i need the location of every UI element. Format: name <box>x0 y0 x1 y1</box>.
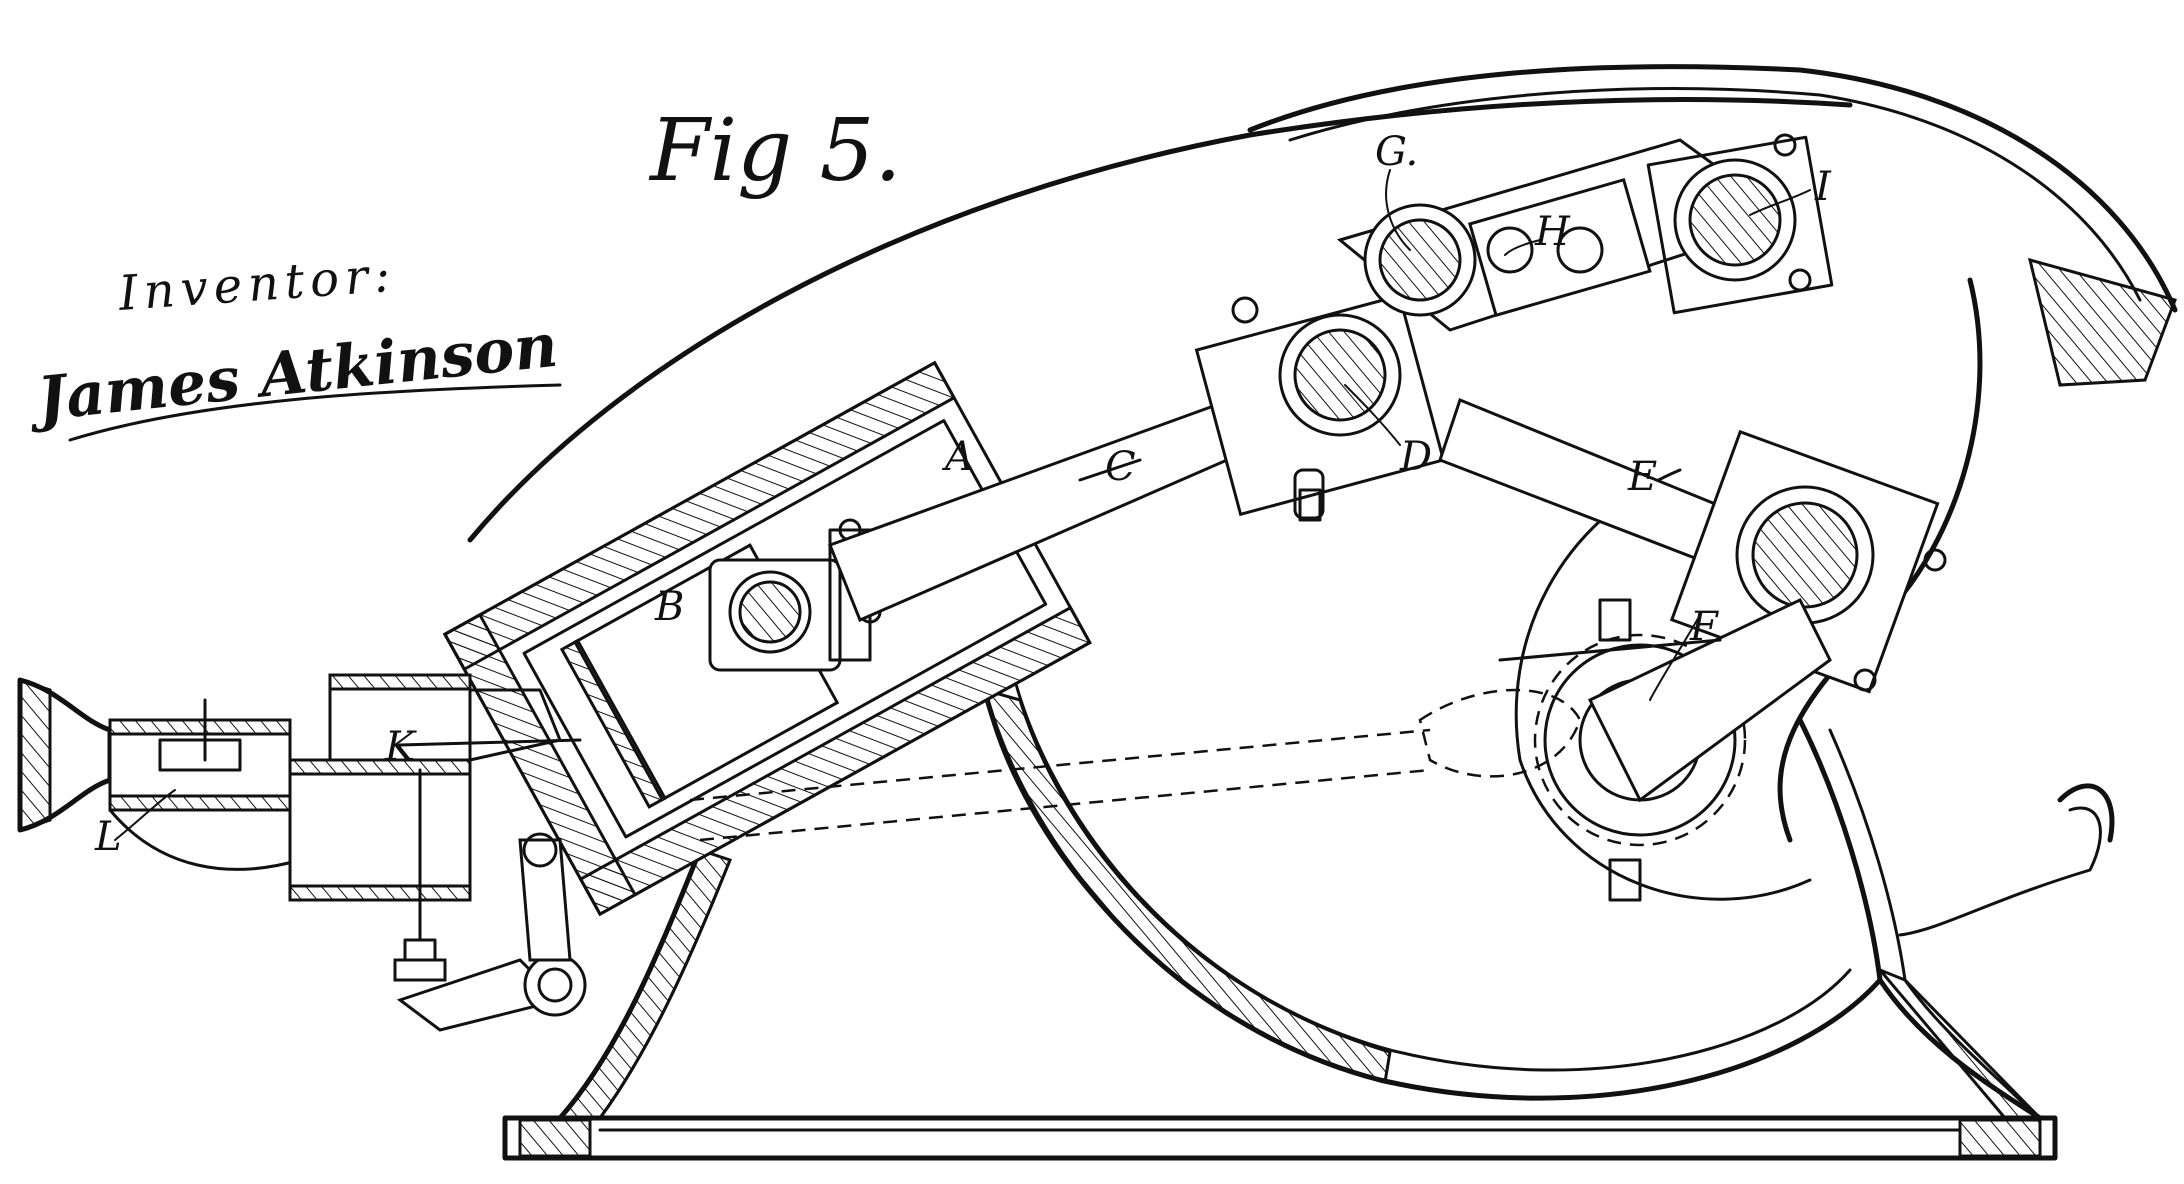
link-h <box>1336 133 1834 332</box>
part-label-g: G. <box>1375 129 1418 175</box>
base-plate <box>502 1115 2058 1161</box>
valve-gear <box>17 673 587 1032</box>
signature-underline <box>68 383 562 442</box>
inventor-heading: Inventor: <box>116 247 398 322</box>
wrist-pin-b <box>708 518 882 672</box>
bearing-f-housing <box>1669 429 1947 694</box>
part-label-e: E <box>1627 454 1657 500</box>
part-label-l: L <box>94 814 122 860</box>
machine-frame <box>467 64 2178 1121</box>
part-label-i: I <box>1814 164 1832 210</box>
inventor-signature: James Atkinson <box>24 311 561 436</box>
part-label-c: C <box>1105 444 1136 490</box>
eccentric-crank <box>689 598 1832 902</box>
part-label-a: A <box>941 434 974 480</box>
part-label-k: K <box>384 724 417 770</box>
joint-d <box>1194 293 1446 522</box>
leader-lines <box>114 169 1811 841</box>
figure-title: Fig 5. <box>648 101 902 201</box>
part-label-h: H <box>1534 209 1571 255</box>
part-label-d: D <box>1399 434 1432 480</box>
part-label-b: B <box>654 584 684 630</box>
